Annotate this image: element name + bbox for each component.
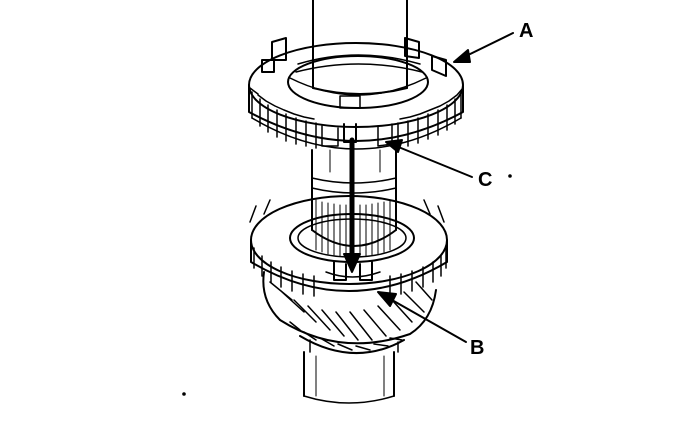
- gear-synchro-hub-b: [249, 195, 448, 297]
- main-shaft-lower: [303, 351, 395, 404]
- leader-line-c: [385, 139, 473, 178]
- callout-label-c: C: [478, 169, 493, 191]
- main-shaft-upper: [312, 0, 408, 95]
- callout-label-a: A: [519, 20, 534, 42]
- leader-line-b: [377, 291, 467, 343]
- synchro-ring-a: [248, 37, 464, 150]
- leader-line-a: [453, 32, 514, 63]
- callout-label-b: B: [470, 337, 485, 359]
